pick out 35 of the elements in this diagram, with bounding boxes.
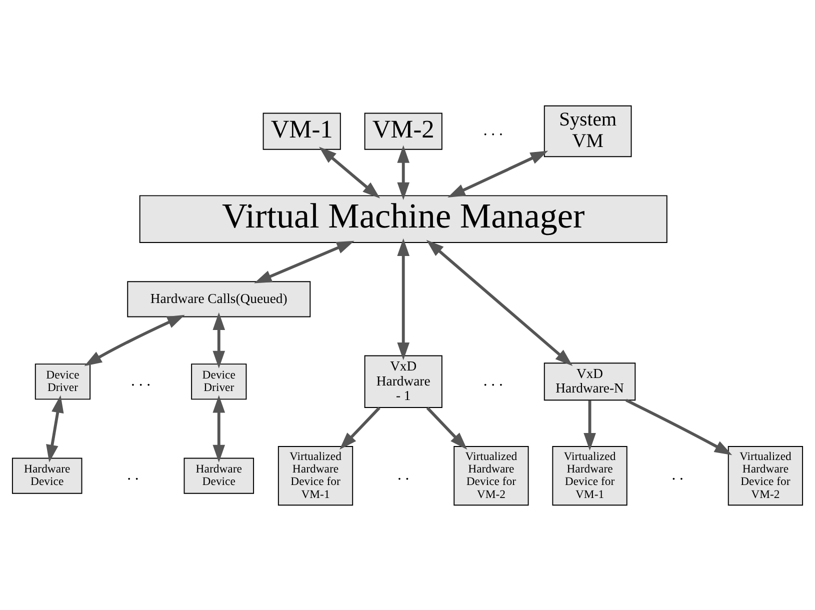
label: . . (672, 466, 684, 484)
node-box: Device Driver (191, 363, 247, 400)
label: . . . (483, 121, 503, 138)
arrow (397, 144, 410, 200)
arrow (426, 239, 573, 366)
arrow (584, 400, 596, 450)
node-box: VM-2 (364, 112, 442, 150)
arrow (626, 398, 732, 455)
node-box: Virtualized Hardware Device for VM-1 (552, 446, 628, 506)
arrow (46, 394, 64, 462)
node-box: Virtualized Hardware Device for VM-2 (728, 446, 804, 506)
label: . . . (131, 372, 151, 389)
node-box: Virtualized Hardware Device for VM-1 (278, 446, 354, 506)
node-box: VxD Hardware - 1 (364, 354, 442, 408)
node-box: Device Driver (34, 363, 91, 400)
arrow (319, 146, 380, 198)
node-box: System VM (544, 104, 632, 157)
node-box: VxD Hardware-N (544, 362, 636, 400)
label: . . (397, 466, 410, 484)
arrow (254, 240, 354, 283)
arrow (212, 312, 226, 368)
arrow (212, 394, 226, 462)
node-box: Hardware Calls(Queued) (127, 280, 311, 317)
node-box: VM-1 (262, 112, 341, 150)
node-box: Hardware Device (12, 457, 82, 494)
node-box: Virtualized Hardware Device for VM-2 (454, 446, 529, 506)
label: . . (127, 466, 139, 484)
arrow (84, 314, 185, 366)
node-box: Hardware Device (184, 457, 254, 494)
arrow (397, 238, 410, 360)
arrow (426, 406, 468, 450)
arrow (448, 150, 548, 198)
node-box: Virtual Machine Manager (139, 194, 668, 243)
arrow (340, 406, 380, 450)
label: . . . (483, 372, 503, 389)
